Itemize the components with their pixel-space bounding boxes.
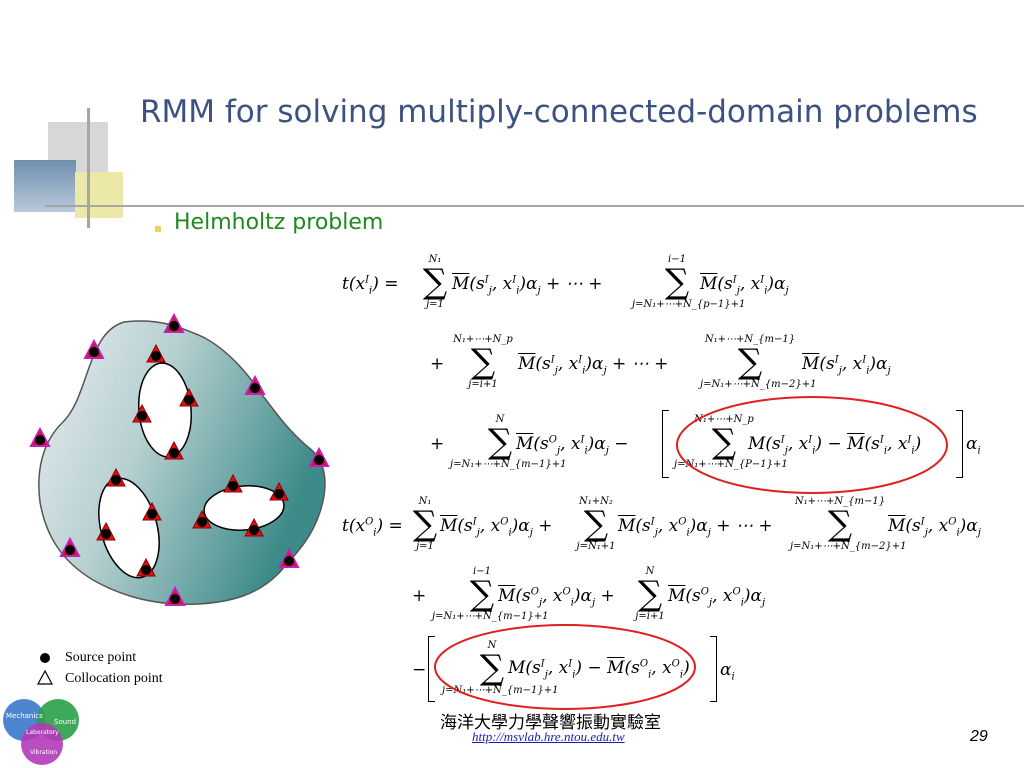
logo-laboratory: Laboratory: [26, 729, 59, 736]
legend-collocation-label: Collocation point: [65, 671, 163, 686]
logo-mechanics: Mechanics: [6, 712, 43, 720]
source-point: [274, 489, 284, 499]
source-point: [151, 351, 161, 361]
source-point: [89, 347, 99, 357]
page-number: 29: [970, 728, 988, 745]
bullet-marker: [155, 226, 161, 232]
row6-minus: −: [412, 660, 427, 680]
row2-plus: +: [430, 354, 445, 374]
sum-11: N ∑ j=N₁+⋯+N_{m−1}+1: [442, 640, 559, 696]
source-point: [169, 448, 179, 458]
decor-vertical-line: [87, 108, 90, 228]
source-point: [250, 383, 260, 393]
source-point: [147, 509, 157, 519]
highlight-ellipse-1: [676, 396, 948, 494]
source-point: [111, 475, 121, 485]
source-point: [314, 455, 324, 465]
equations-area: t(xIi) = N₁ ∑ j=1 M(sIj, xIi)αj + ⋯ + i−…: [340, 250, 1020, 710]
decor-square-blue: [14, 160, 76, 212]
row5-plus: +: [412, 586, 427, 606]
title-underline: [45, 205, 1024, 207]
decor-square-yellow: [75, 172, 123, 218]
source-point: [228, 481, 238, 491]
source-point: [137, 411, 147, 421]
source-point: [141, 565, 151, 575]
sum-10: N ∑ j=i+1: [635, 566, 665, 622]
lab-url-link[interactable]: http://msvlab.hre.ntou.edu.tw: [472, 729, 625, 744]
legend-collocation-icon: [36, 669, 54, 685]
source-point: [35, 435, 45, 445]
eq2-lhs: t(x: [342, 516, 366, 536]
sum-3: N₁+⋯+N_p ∑ j=i+1: [453, 334, 513, 390]
sum-4: N₁+⋯+N_{m−1} ∑ j=N₁+⋯+N_{m−2}+1: [700, 334, 817, 390]
row3-plus: +: [430, 434, 445, 454]
bullet-helmholtz: Helmholtz problem: [174, 210, 384, 235]
lab-name: 海洋大學力學聲響振動實驗室: [440, 713, 661, 733]
domain-figure: [29, 312, 330, 606]
source-point: [169, 321, 179, 331]
source-point: [249, 525, 259, 535]
eq1-lhs: t(x: [342, 274, 366, 294]
slide-title: RMM for solving multiply-connected-domai…: [140, 94, 978, 130]
sum-5: N ∑ j=N₁+⋯+N_{m−1}+1: [450, 414, 567, 470]
legend-source-icon: [40, 653, 50, 663]
sum-7: N₁+N₂ ∑ j=N₁+1: [576, 496, 616, 552]
logo-vibration: Vibration: [30, 749, 57, 756]
source-point: [65, 545, 75, 555]
source-point: [170, 594, 180, 604]
legend-symbols: [36, 653, 54, 685]
highlight-ellipse-2: [434, 624, 696, 710]
hole-3: [203, 485, 285, 531]
source-point: [184, 395, 194, 405]
sum-8: N₁+⋯+N_{m−1} ∑ j=N₁+⋯+N_{m−2}+1: [790, 496, 907, 552]
sum-2: i−1 ∑ j=N₁+⋯+N_{p−1}+1: [632, 254, 746, 310]
legend-source-label: Source point: [65, 650, 137, 665]
sum-1: N₁ ∑ j=1: [422, 254, 448, 310]
source-point: [284, 556, 294, 566]
logo-sound: Sound: [54, 718, 76, 726]
sum-1b: N₁ ∑ j=1: [412, 496, 438, 552]
source-point: [197, 517, 207, 527]
sum-9: i−1 ∑ j=N₁+⋯+N_{m−1}+1: [432, 566, 549, 622]
sum-6: N₁+⋯+N_p ∑ j=N₁+⋯+N_{P−1}+1: [674, 414, 788, 470]
lab-logo: Mechanics Sound Laboratory Vibration: [3, 699, 79, 765]
source-point: [101, 529, 111, 539]
